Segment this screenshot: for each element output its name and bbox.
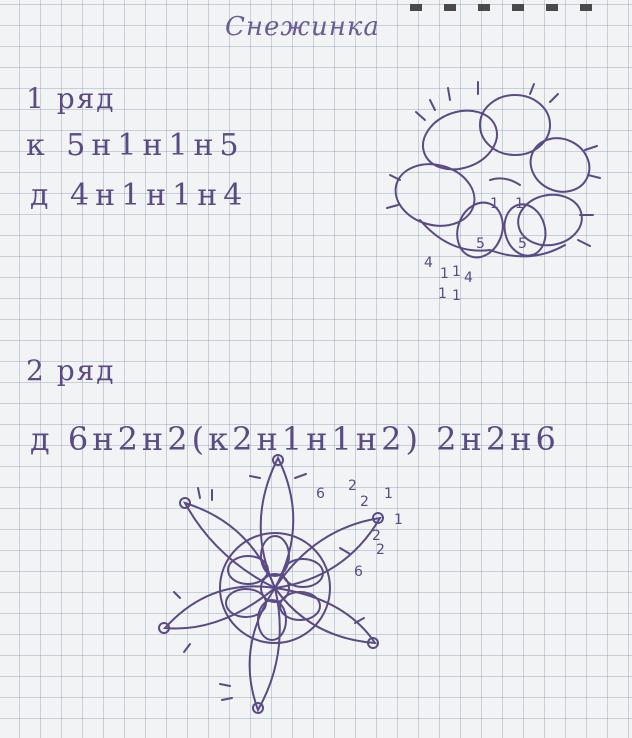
diagram-label: 5 (476, 236, 485, 252)
edge-mark (546, 4, 558, 11)
diagram-label: 2 (372, 528, 381, 544)
diagram-label: 1 (452, 288, 461, 304)
diagram-label: 1 (515, 196, 524, 212)
snowflake-petals (162, 455, 382, 713)
page-title: Снежинка (225, 12, 380, 42)
edge-mark (478, 4, 490, 11)
edge-mark (410, 4, 422, 11)
diagram-label: 4 (464, 270, 473, 286)
picot-marks (386, 81, 601, 247)
edge-mark (444, 4, 456, 11)
row2-chain-instruction: д 6н2н2(к2н1н1н2) 2н2н6 (30, 420, 560, 458)
picot-beads (158, 454, 384, 714)
row1-motif-diagram: 1 1 5 5 4 1 1 4 1 1 (386, 81, 601, 304)
diagram-label: 1 (384, 486, 393, 502)
center-rings (219, 532, 331, 644)
picot-marks (173, 473, 365, 701)
edge-mark (512, 4, 524, 11)
diagram-label: 6 (316, 486, 325, 502)
diagram-label: 6 (354, 564, 363, 580)
diagram-label: 2 (360, 494, 369, 510)
diagram-label: 1 (452, 264, 461, 280)
diagram-label: 1 (394, 512, 403, 528)
row2-heading: 2 ряд (26, 354, 116, 387)
diagram-label: 2 (348, 478, 357, 494)
diagram-label: 1 (438, 286, 447, 302)
diagram-label: 4 (424, 255, 433, 271)
row1-ring-instruction: к 5н1н1н5 (26, 128, 245, 163)
row1-chain-instruction: д 4н1н1н4 (30, 178, 249, 213)
row2-snowflake-diagram: 6 2 2 1 1 2 2 6 (158, 454, 403, 714)
row1-heading: 1 ряд (26, 82, 116, 115)
motif-rings (394, 94, 591, 259)
diagram-label: 1 (440, 266, 449, 282)
diagram-label: 5 (518, 236, 527, 252)
diagram-label: 2 (376, 542, 385, 558)
diagram-label: 1 (490, 196, 499, 212)
edge-mark (580, 4, 592, 11)
